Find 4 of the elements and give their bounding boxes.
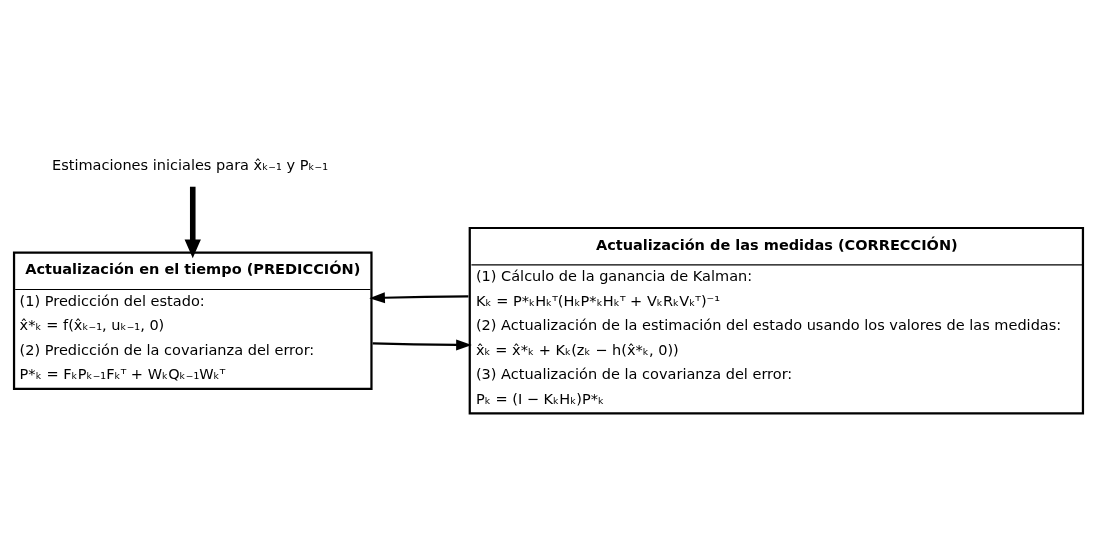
arrow — [369, 291, 469, 303]
arrow — [184, 186, 201, 258]
node-text: Estimaciones iniciales para x̂ₖ₋₁ y Pₖ₋₁ — [52, 156, 329, 173]
arrow — [372, 338, 472, 350]
